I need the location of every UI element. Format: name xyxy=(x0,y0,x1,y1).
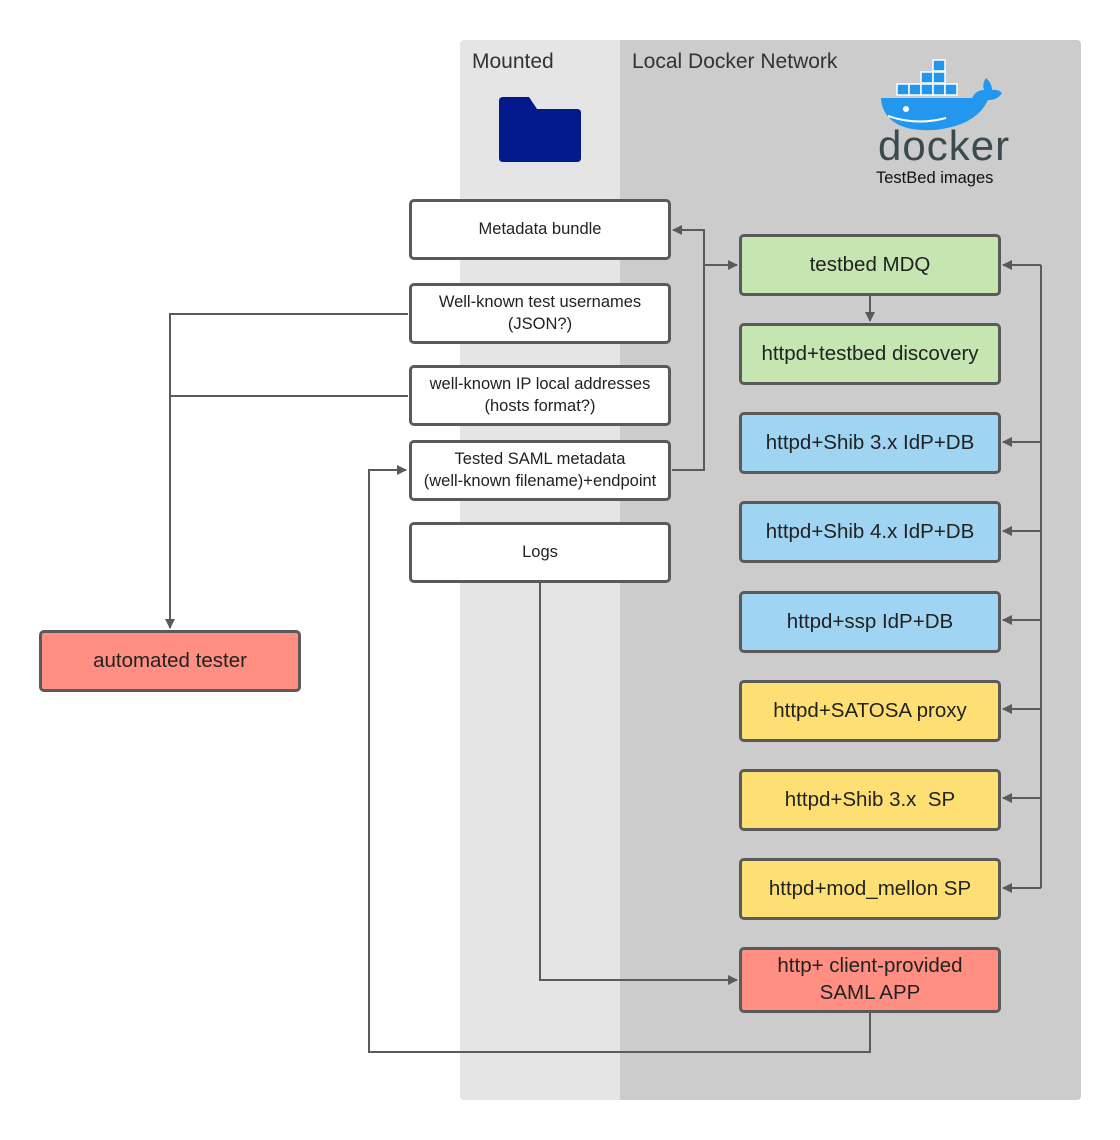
test-usernames-label: Well-known test usernames xyxy=(438,293,642,312)
shib3-idp-label: httpd+Shib 3.x IdP+DB xyxy=(765,430,975,454)
automated-tester-box: automated tester xyxy=(39,630,301,692)
testbed-mdq-box: testbed MDQ xyxy=(739,234,1001,296)
ip-addresses-label: well-known IP local addresses xyxy=(429,375,651,394)
ssp-idp-label: httpd+ssp IdP+DB xyxy=(786,609,954,633)
tested-saml-metadata-box: Tested SAML metadata (well-known filenam… xyxy=(409,440,671,501)
client-saml-app-name: SAML APP xyxy=(819,981,921,1004)
metadata-bundle-label: Metadata bundle xyxy=(478,219,602,238)
testbed-discovery-label: httpd+testbed discovery xyxy=(761,341,979,365)
docker-wordmark: docker xyxy=(878,122,1011,169)
mod-mellon-sp-box: httpd+mod_mellon SP xyxy=(739,858,1001,920)
ip-addresses-format: (hosts format?) xyxy=(484,396,596,415)
test-usernames-box: Well-known test usernames (JSON?) xyxy=(409,283,671,344)
tested-saml-metadata-detail: (well-known filename)+endpoint xyxy=(423,471,657,490)
client-saml-app-box: http+ client-provided SAML APP xyxy=(739,947,1001,1013)
docker-network-lane xyxy=(620,40,1081,1100)
ssp-idp-box: httpd+ssp IdP+DB xyxy=(739,591,1001,653)
shib4-idp-box: httpd+Shib 4.x IdP+DB xyxy=(739,501,1001,563)
mod-mellon-sp-label: httpd+mod_mellon SP xyxy=(768,876,972,900)
client-saml-app-label: http+ client-provided xyxy=(777,954,963,978)
shib4-idp-label: httpd+Shib 4.x IdP+DB xyxy=(765,519,975,543)
logs-box: Logs xyxy=(409,522,671,583)
docker-caption: TestBed images xyxy=(876,169,994,187)
tested-saml-metadata-label: Tested SAML metadata xyxy=(454,450,626,469)
logs-label: Logs xyxy=(522,542,558,561)
shib3-idp-box: httpd+Shib 3.x IdP+DB xyxy=(739,412,1001,474)
docker-network-lane-title: Local Docker Network xyxy=(632,50,838,73)
shib3-sp-box: httpd+Shib 3.x SP xyxy=(739,769,1001,831)
ip-addresses-box: well-known IP local addresses (hosts for… xyxy=(409,365,671,426)
folder-icon xyxy=(499,97,581,162)
automated-tester-label: automated tester xyxy=(93,648,247,672)
shib3-sp-label: httpd+Shib 3.x SP xyxy=(784,787,956,811)
test-usernames-format: (JSON?) xyxy=(507,314,573,333)
satosa-proxy-box: httpd+SATOSA proxy xyxy=(739,680,1001,742)
testbed-mdq-label: testbed MDQ xyxy=(809,252,931,276)
mounted-lane-title: Mounted xyxy=(472,50,554,73)
docker-whale-icon xyxy=(881,59,1002,131)
metadata-bundle-box: Metadata bundle xyxy=(409,199,671,260)
satosa-proxy-label: httpd+SATOSA proxy xyxy=(773,698,967,722)
testbed-discovery-box: httpd+testbed discovery xyxy=(739,323,1001,385)
